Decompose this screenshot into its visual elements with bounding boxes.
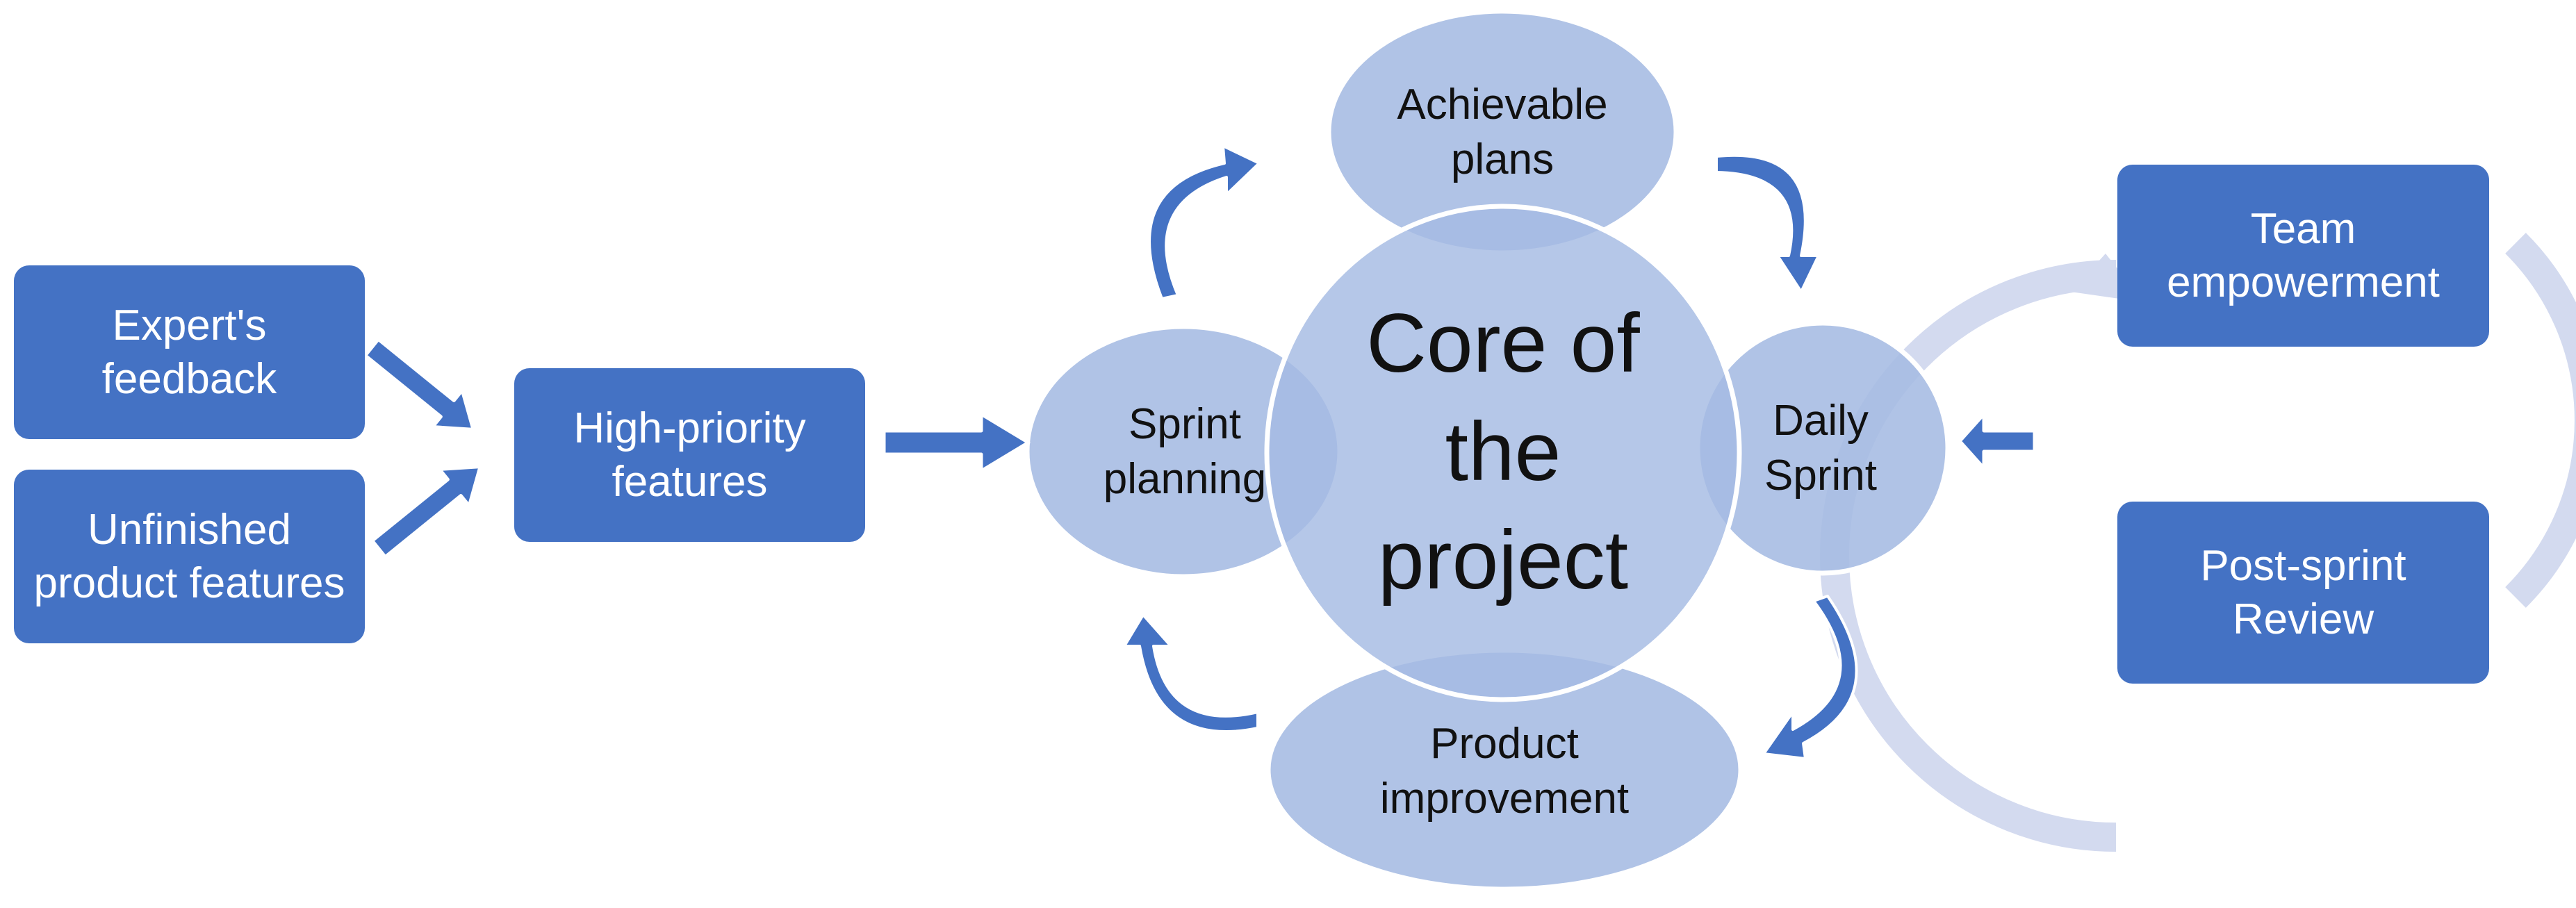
achievable-plans-label: Achievable plans [1397, 80, 1608, 183]
input-arrows [363, 337, 2037, 559]
team-empowerment-box: Team empowerment [2117, 165, 2489, 347]
priority-to-planning-arrow [882, 412, 1031, 473]
product-improvement-label: Product improvement [1379, 719, 1630, 823]
feedback-to-priority-arrow [363, 337, 475, 431]
curved-arrow-bottom-left [1123, 613, 1259, 734]
team-empowerment-label: Team empowerment [2167, 204, 2440, 307]
daily-sprint-label: Daily Sprint [1764, 396, 1877, 500]
unfinished-features-box: Unfinished product features [14, 470, 365, 643]
review-to-daily-sprint-arrow [1958, 412, 2037, 470]
circulation-arrows [1123, 145, 1858, 760]
unfinished-to-priority-arrow [370, 465, 482, 559]
high-priority-box: High-priority features [514, 368, 865, 542]
core-of-project-label: Core of the project [1366, 297, 1640, 606]
post-sprint-review-box: Post-sprint Review [2117, 502, 2489, 684]
process-circles [1024, 8, 1951, 892]
sprint-planning-label: Sprint planning [1103, 399, 1267, 503]
unfinished-features-label: Unfinished product features [33, 505, 345, 608]
core-circle [1264, 204, 1742, 702]
high-priority-label: High-priority features [573, 404, 806, 506]
post-sprint-review-label: Post-sprint Review [2200, 541, 2406, 644]
curved-arrow-top-right [1715, 154, 1820, 293]
expert-feedback-box: Expert's feedback [14, 265, 365, 439]
curved-arrow-bottom-right [1762, 595, 1858, 760]
curved-arrow-top-left [1148, 145, 1261, 300]
expert-feedback-label: Expert's feedback [101, 301, 277, 404]
